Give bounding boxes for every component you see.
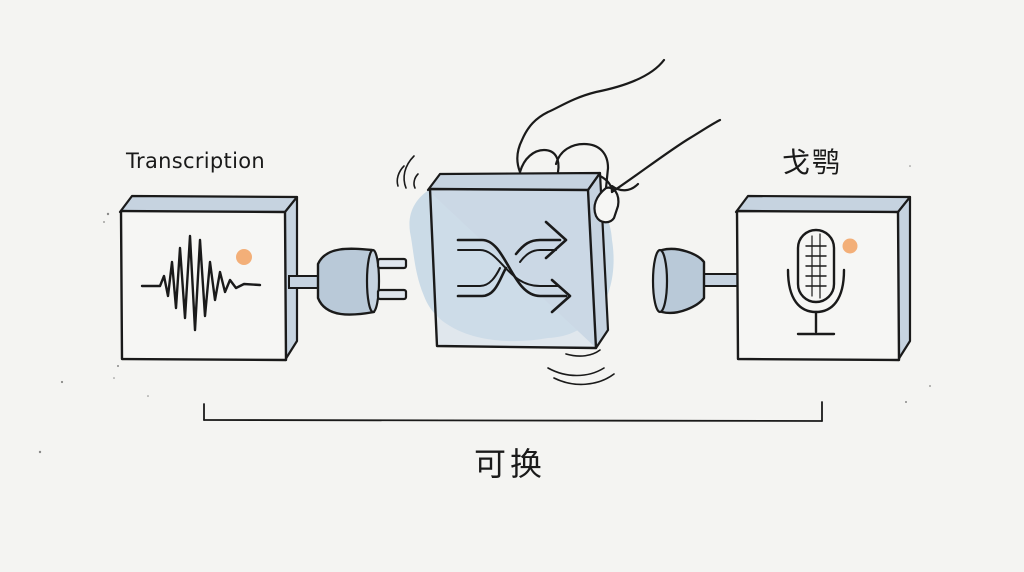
middle-module-box	[426, 171, 610, 350]
transcription-label: Transcription	[126, 149, 265, 173]
shuffle-icon	[456, 220, 572, 314]
interchangeable-label: 可换	[474, 445, 547, 483]
hand-illustration	[516, 58, 722, 224]
female-socket-connector	[651, 247, 741, 315]
left-accent-dot	[236, 249, 252, 265]
paper-speckles	[38, 165, 931, 454]
male-plug-connector	[288, 247, 408, 316]
interchangeable-bracket	[203, 401, 823, 422]
motion-lines	[396, 155, 615, 386]
waveform-icon	[140, 234, 262, 332]
microphone-icon	[786, 228, 846, 336]
right-accent-dot	[842, 238, 858, 254]
right-module-label: 戈鹗	[782, 146, 843, 179]
